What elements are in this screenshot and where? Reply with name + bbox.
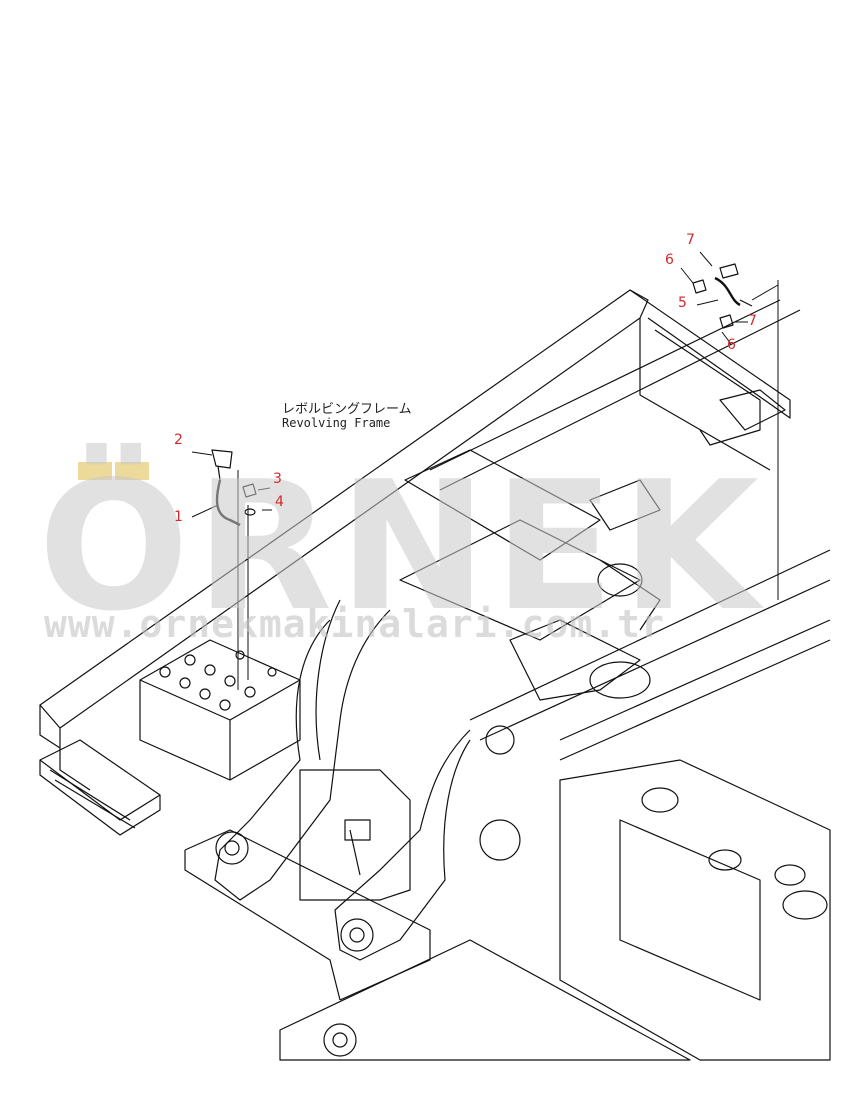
callout-7-upper: 7 (686, 232, 695, 248)
callout-1: 1 (174, 509, 183, 525)
callout-4: 4 (275, 494, 284, 510)
watermark-accent-right (115, 462, 149, 480)
watermark-url: www.ornekmakinalari.com.tr (44, 602, 665, 646)
frame-label-english: Revolving Frame (282, 416, 391, 430)
callout-3: 3 (273, 471, 282, 487)
frame-label-japanese: レボルビングフレーム (282, 402, 412, 417)
watermark-brand: ÖRNEK (38, 443, 765, 650)
callout-7-lower: 7 (748, 313, 757, 329)
callout-6-lower: 6 (727, 337, 736, 353)
callout-6-upper: 6 (665, 252, 674, 268)
callout-5: 5 (678, 295, 687, 311)
watermark-accent-left (78, 462, 112, 480)
callout-2: 2 (174, 432, 183, 448)
